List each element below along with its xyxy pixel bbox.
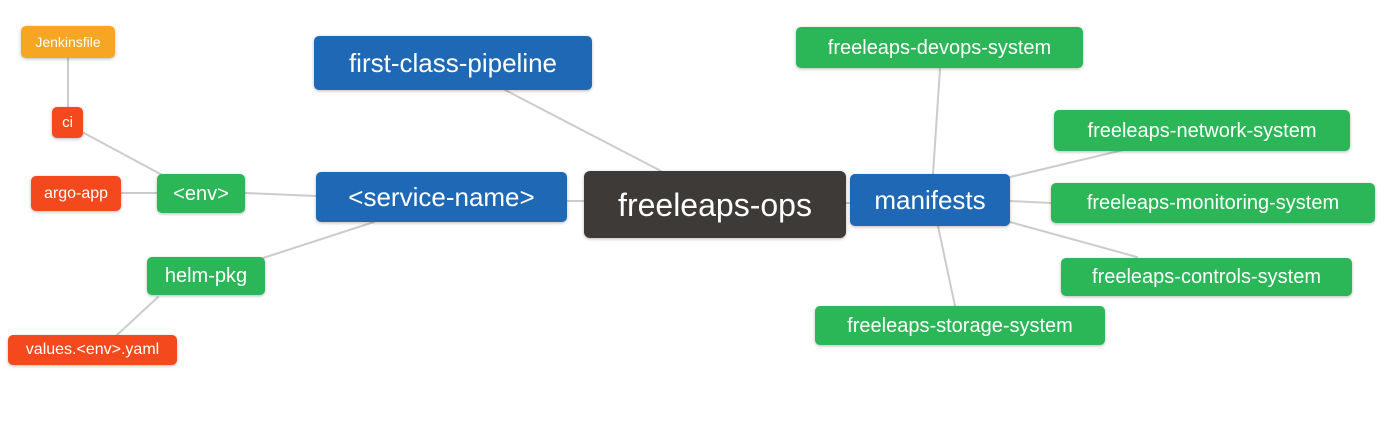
node-network-system[interactable]: freeleaps-network-system <box>1054 110 1350 151</box>
edge-manifests-storage <box>937 225 956 307</box>
edge-env-service-name <box>244 192 317 197</box>
node-manifests[interactable]: manifests <box>850 174 1010 226</box>
edge-manifests-monitoring <box>1009 200 1052 204</box>
edge-manifests-network <box>1009 149 1124 178</box>
node-first-class-pipeline[interactable]: first-class-pipeline <box>314 36 592 90</box>
edge-manifests-devops <box>932 68 941 175</box>
edge-service-name-helm-pkg <box>262 221 375 259</box>
node-monitoring-system[interactable]: freeleaps-monitoring-system <box>1051 183 1375 223</box>
node-argo-app[interactable]: argo-app <box>31 176 121 211</box>
edge-manifests-controls <box>1009 221 1138 258</box>
node-values-env-yaml[interactable]: values.<env>.yaml <box>8 335 177 365</box>
node-jenkinsfile[interactable]: Jenkinsfile <box>21 26 115 58</box>
edge-pipeline-root <box>504 89 662 172</box>
node-env[interactable]: <env> <box>157 174 245 213</box>
edge-ci-env <box>83 132 167 178</box>
node-controls-system[interactable]: freeleaps-controls-system <box>1061 258 1352 296</box>
node-storage-system[interactable]: freeleaps-storage-system <box>815 306 1105 345</box>
node-root-freeleaps-ops[interactable]: freeleaps-ops <box>584 171 846 238</box>
node-devops-system[interactable]: freeleaps-devops-system <box>796 27 1083 68</box>
node-helm-pkg[interactable]: helm-pkg <box>147 257 265 295</box>
node-service-name[interactable]: <service-name> <box>316 172 567 222</box>
node-ci[interactable]: ci <box>52 107 83 138</box>
edge-helm-pkg-values <box>116 296 159 336</box>
